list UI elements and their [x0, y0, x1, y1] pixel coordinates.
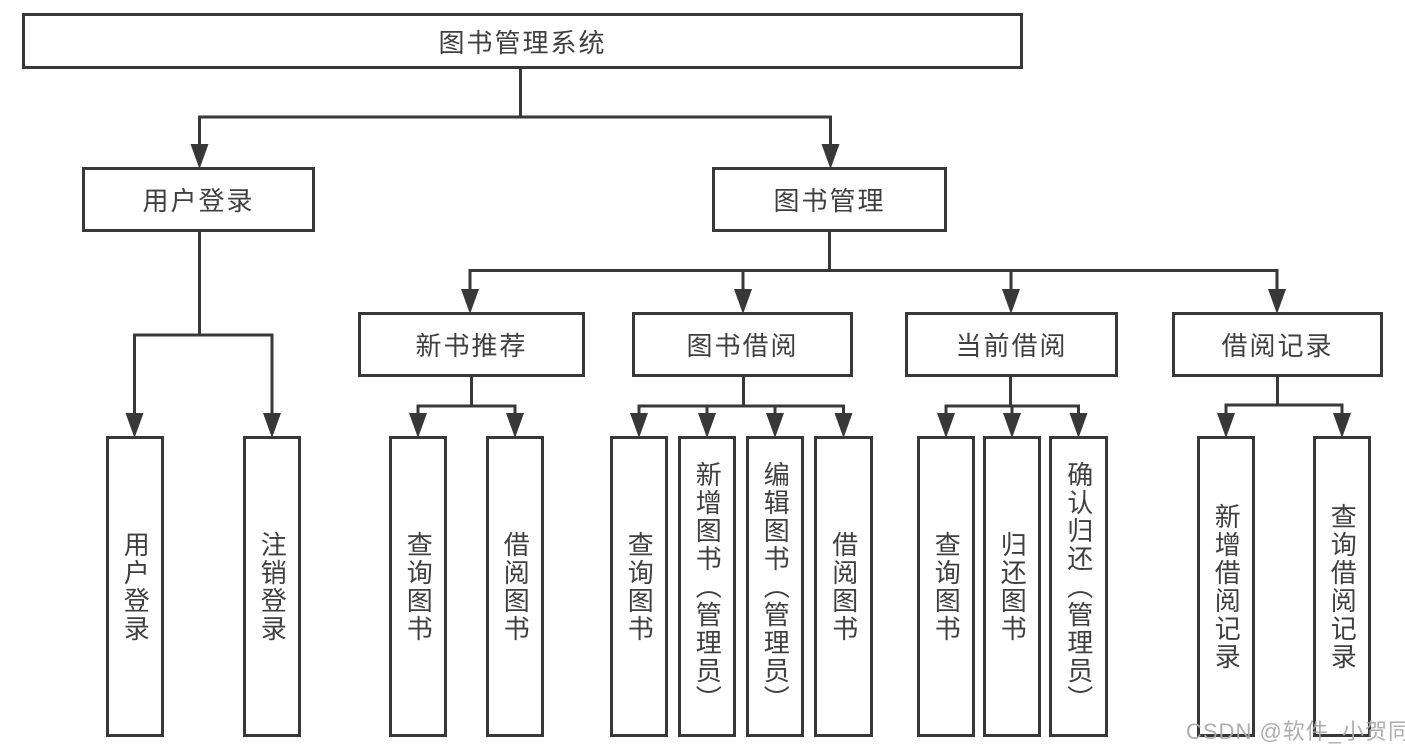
node-library-system-label: 图书管理系统: [438, 27, 607, 58]
node-library-system: 图书管理系统: [22, 13, 1023, 69]
leaf-logout: 注销登录: [243, 436, 301, 737]
leaf-confirm-return-admin-label: 确认归还（管理员）: [1063, 460, 1094, 713]
arrowhead-icons: [125, 144, 1351, 438]
leaf-query-books-borrow: 查询图书: [610, 436, 668, 737]
leaf-user-login: 用户登录: [106, 436, 164, 737]
node-borrow-records: 借阅记录: [1172, 312, 1383, 377]
leaf-return-book: 归还图书: [983, 436, 1041, 737]
leaf-edit-book-admin: 编辑图书（管理员）: [746, 436, 804, 737]
leaf-query-books-current-label: 查询图书: [931, 530, 962, 643]
node-current-borrow-label: 当前借阅: [955, 331, 1068, 361]
leaf-borrow-books: 借阅图书: [814, 436, 873, 737]
leaf-logout-label: 注销登录: [257, 530, 288, 643]
leaf-query-books-recommend: 查询图书: [389, 436, 447, 737]
leaf-add-borrow-record: 新增借阅记录: [1197, 436, 1255, 737]
leaf-query-books-current: 查询图书: [917, 436, 975, 737]
leaf-add-book-admin-label: 新增图书（管理员）: [692, 460, 723, 713]
leaf-edit-book-admin-label: 编辑图书（管理员）: [760, 460, 791, 713]
leaf-add-book-admin: 新增图书（管理员）: [678, 436, 736, 737]
node-user-login-label: 用户登录: [142, 186, 255, 216]
node-book-management: 图书管理: [712, 167, 947, 232]
leaf-query-borrow-record-label: 查询借阅记录: [1327, 502, 1358, 671]
node-book-borrow: 图书借阅: [632, 312, 853, 377]
leaf-borrow-books-recommend-label: 借阅图书: [500, 530, 531, 643]
node-new-book-recommend-label: 新书推荐: [415, 331, 528, 361]
leaf-add-borrow-record-label: 新增借阅记录: [1211, 502, 1242, 671]
node-book-management-label: 图书管理: [773, 186, 886, 216]
node-current-borrow: 当前借阅: [905, 312, 1118, 377]
leaf-query-borrow-record: 查询借阅记录: [1313, 436, 1371, 737]
csdn-watermark: CSDN @软件_小贺同学: [1186, 719, 1405, 744]
leaf-user-login-label: 用户登录: [120, 530, 151, 643]
leaf-confirm-return-admin: 确认归还（管理员）: [1049, 436, 1108, 737]
node-user-login: 用户登录: [82, 167, 315, 232]
leaf-return-book-label: 归还图书: [997, 530, 1028, 643]
node-book-borrow-label: 图书借阅: [686, 331, 799, 361]
leaf-borrow-books-label: 借阅图书: [828, 530, 859, 643]
leaf-borrow-books-recommend: 借阅图书: [486, 436, 544, 737]
leaf-query-books-recommend-label: 查询图书: [403, 530, 434, 643]
leaf-query-books-borrow-label: 查询图书: [624, 530, 655, 643]
node-borrow-records-label: 借阅记录: [1221, 331, 1334, 361]
node-new-book-recommend: 新书推荐: [358, 312, 585, 377]
